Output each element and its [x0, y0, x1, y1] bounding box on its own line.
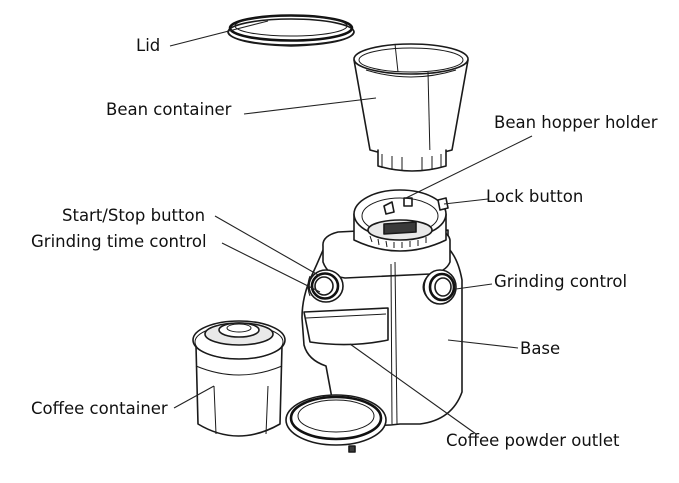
label-bean-container: Bean container	[106, 100, 232, 119]
leader-grinding-time	[221, 242, 321, 293]
leader-coffee-powder-outlet	[349, 343, 477, 435]
label-coffee-container: Coffee container	[31, 399, 168, 418]
leader-start-stop	[214, 215, 321, 277]
label-grinding-time-control: Grinding time control	[31, 232, 207, 251]
bean-hopper-holder-part	[353, 189, 447, 252]
lock-button-part	[437, 197, 449, 211]
label-coffee-powder-outlet: Coffee powder outlet	[446, 431, 620, 450]
leader-lock-button	[443, 198, 489, 205]
leader-grinding-control	[455, 283, 493, 290]
label-lock-button: Lock button	[486, 187, 584, 206]
leader-bean-container	[243, 97, 377, 115]
start-stop-knob-part	[307, 269, 344, 303]
coffee-container-part	[192, 320, 286, 437]
leader-base	[447, 339, 519, 349]
leader-lid	[169, 20, 269, 47]
tray-part	[285, 394, 387, 446]
label-start-stop-button: Start/Stop button	[62, 206, 206, 225]
label-lid: Lid	[136, 36, 161, 55]
grinding-control-knob-part	[422, 269, 457, 305]
lid-part	[227, 14, 355, 47]
label-bean-hopper-holder: Bean hopper holder	[494, 113, 658, 132]
leader-coffee-container	[173, 385, 215, 409]
bean-container-part	[353, 43, 469, 172]
leader-lines	[169, 20, 533, 435]
label-base: Base	[520, 339, 561, 358]
label-grinding-control: Grinding control	[494, 272, 628, 291]
leader-bean-hopper-holder	[405, 135, 533, 199]
